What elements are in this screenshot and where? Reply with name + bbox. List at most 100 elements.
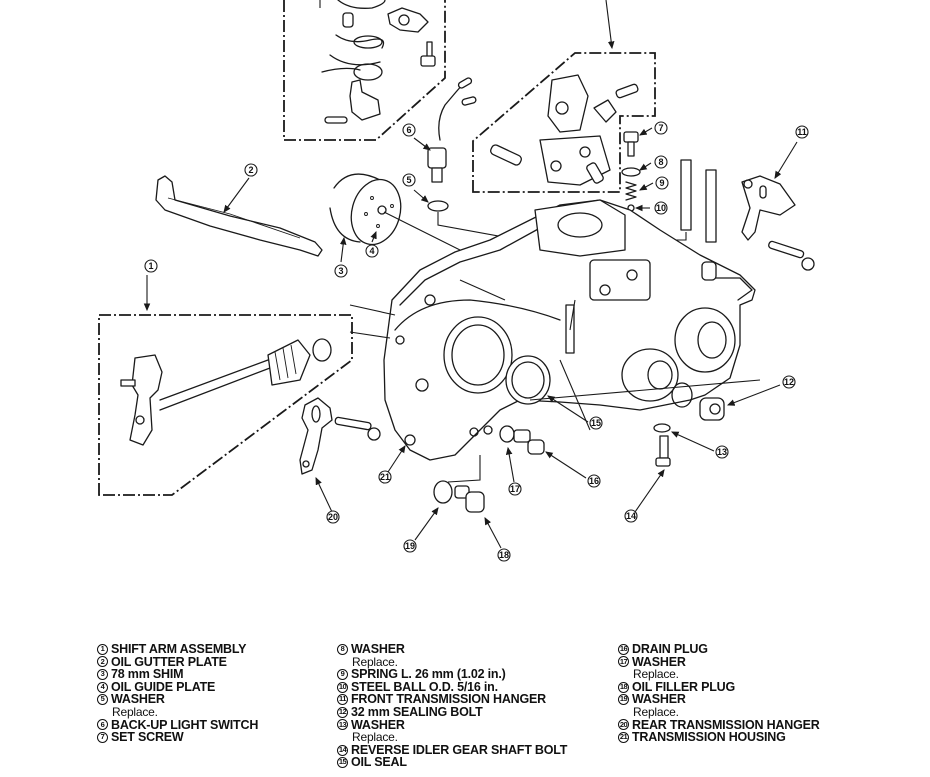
- legend-item-note: Replace.: [112, 704, 158, 719]
- legend-item-label: OIL FILLER PLUG: [632, 679, 736, 694]
- legend-item-number: 20: [618, 719, 629, 731]
- legend-item-label: OIL GUTTER PLATE: [111, 654, 227, 669]
- legend-item-note: Replace.: [352, 730, 398, 745]
- legend-item-number: 11: [337, 694, 348, 706]
- legend-item-number: 21: [618, 731, 629, 743]
- legend-item-number: 3: [97, 668, 108, 680]
- svg-text:1: 1: [148, 261, 153, 271]
- legend-item-note: Replace.: [633, 704, 679, 719]
- legend-item-number: 17: [618, 656, 629, 668]
- svg-text:12: 12: [784, 377, 794, 387]
- callout-11: 11: [795, 125, 809, 139]
- svg-text:19: 19: [405, 541, 415, 551]
- legend-item-note: Replace.: [352, 654, 398, 669]
- svg-text:18: 18: [499, 550, 509, 560]
- oil-gutter-plate: [155, 175, 323, 257]
- legend-item-label: DRAIN PLUG: [632, 642, 708, 656]
- set-screw-spring-ball-stack: [621, 131, 717, 243]
- shift-arm-assembly: [98, 275, 353, 496]
- legend-item-label: BACK-UP LIGHT SWITCH: [111, 717, 259, 732]
- legend-item-note: Replace.: [633, 667, 679, 682]
- svg-text:7: 7: [658, 123, 663, 133]
- svg-text:20: 20: [328, 512, 338, 522]
- svg-text:9: 9: [659, 178, 664, 188]
- drain-plug: [499, 425, 545, 455]
- callout-15: 15: [589, 416, 603, 430]
- backup-light-switch: [427, 77, 477, 212]
- callout-9: 9: [655, 176, 669, 190]
- callout-18: 18: [497, 548, 511, 562]
- callout-21: 21: [378, 470, 392, 484]
- legend-item-label: OIL GUIDE PLATE: [111, 679, 216, 694]
- legend-item-number: 6: [97, 719, 108, 731]
- callout-2: 2: [244, 163, 258, 177]
- legend-item-number: 7: [97, 731, 108, 743]
- svg-text:17: 17: [510, 484, 520, 494]
- svg-text:5: 5: [406, 175, 411, 185]
- legend-item-number: 16: [618, 643, 629, 655]
- svg-text:16: 16: [589, 476, 599, 486]
- legend-item-number: 19: [618, 694, 629, 706]
- shim-and-oil-guide-plate: [329, 173, 402, 246]
- legend-item-number: 2: [97, 656, 108, 668]
- legend-item-number: 15: [337, 757, 348, 769]
- callout-7: 7: [654, 121, 668, 135]
- legend-item-number: 8: [337, 643, 348, 655]
- legend-item-label: 78 mm SHIM: [111, 667, 184, 682]
- front-transmission-hanger: [741, 175, 815, 271]
- callout-19: 19: [403, 539, 417, 553]
- legend-item-label: 32 mm SEALING BOLT: [351, 704, 483, 719]
- callout-13: 13: [715, 445, 729, 459]
- rear-transmission-hanger: [299, 397, 381, 475]
- svg-text:13: 13: [717, 447, 727, 457]
- legend-item-number: 12: [337, 706, 348, 718]
- legend-item-label: FRONT TRANSMISSION HANGER: [351, 692, 547, 707]
- callout-10: 10: [654, 201, 668, 215]
- legend-item-label: SET SCREW: [111, 730, 184, 745]
- legend-item-number: 14: [337, 744, 348, 756]
- legend-item-number: 10: [337, 681, 348, 693]
- exploded-view-diagram: 1 2 3 4 5 6 7 8 9 10 11 12 13 14 15 16 1…: [98, 0, 815, 562]
- callout-17: 17: [508, 482, 522, 496]
- svg-text:2: 2: [248, 165, 253, 175]
- callout-5: 5: [402, 173, 416, 187]
- legend-item-label: WASHER: [111, 692, 165, 707]
- callout-20: 20: [326, 510, 340, 524]
- callout-16: 16: [587, 474, 601, 488]
- svg-text:10: 10: [656, 203, 666, 213]
- legend-item-label: REAR TRANSMISSION HANGER: [632, 717, 820, 732]
- legend-item-number: 1: [97, 643, 108, 655]
- svg-text:15: 15: [591, 418, 601, 428]
- shift-lever-inset: [472, 0, 656, 193]
- svg-text:11: 11: [797, 127, 807, 137]
- legend-item-number: 13: [337, 719, 348, 731]
- callout-6: 6: [402, 123, 416, 137]
- svg-text:3: 3: [338, 266, 343, 276]
- legend-item-label: OIL SEAL: [351, 755, 407, 770]
- svg-text:6: 6: [406, 125, 411, 135]
- legend-item-label: STEEL BALL O.D. 5/16 in.: [351, 679, 498, 694]
- legend-item-label: WASHER: [632, 692, 686, 707]
- legend-item-label: WASHER: [351, 717, 405, 732]
- svg-text:14: 14: [626, 511, 636, 521]
- legend-item-number: 4: [97, 681, 108, 693]
- shift-detail-inset: [283, 0, 446, 141]
